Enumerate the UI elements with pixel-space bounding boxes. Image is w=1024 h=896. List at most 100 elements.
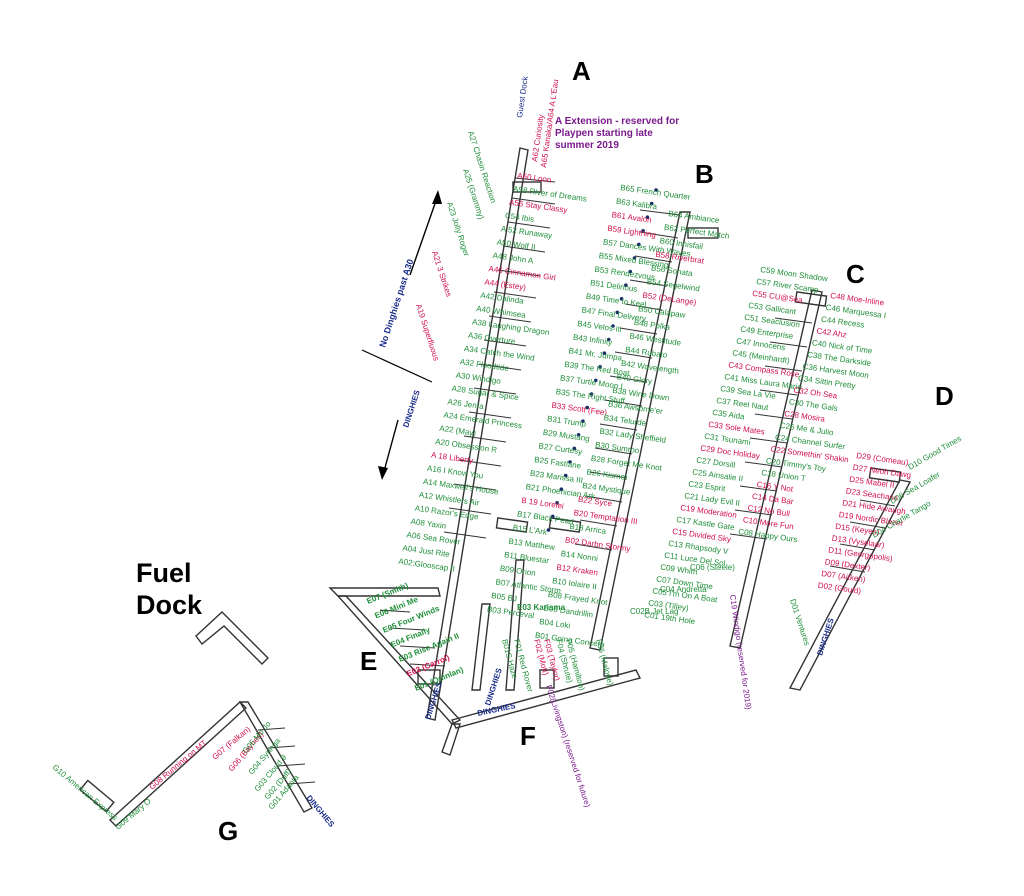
dock-d-fingers [829, 499, 896, 573]
b-slip-label: B18 Arrica [569, 522, 607, 536]
dock-letter-e: E [360, 646, 377, 676]
b-slip-label: B44 Rubato [625, 345, 669, 360]
arrow-down [382, 419, 399, 476]
slip-marker-dot [559, 487, 564, 492]
a-extension-note-3: summer 2019 [555, 140, 619, 151]
d-slip-label: C42 Ahz [816, 326, 847, 339]
dock-b-inner-2 [495, 517, 529, 533]
dock-f-walkway [450, 669, 642, 729]
b-slip-label: B27 Curtesy [538, 441, 583, 456]
slip-marker-dot [585, 405, 589, 410]
arrow-up [409, 194, 439, 276]
g-slip-label: G10 American Express [51, 763, 119, 822]
a-slip-label: A23 Jolly Roger [445, 201, 471, 258]
dock-b-inner-1 [548, 517, 582, 533]
slip-marker-dot [637, 242, 641, 247]
b-slip-label: B14 Nonni [560, 549, 598, 563]
d-slip-label: D01 Ventures [788, 598, 812, 647]
c-slip-label: C23 Esprit [688, 479, 727, 493]
slip-marker-dot [563, 473, 568, 478]
b-slip-label: B09 Orion [499, 564, 536, 578]
arrow-down-head [378, 466, 388, 480]
a-slip-label: A 52 Runaway [500, 224, 552, 240]
dock-a-endcap [512, 181, 542, 193]
g-slip-label: G08 Running on MT [148, 738, 209, 791]
b-slip-label: B30 Sumroo [595, 440, 641, 455]
slip-marker-dot [619, 297, 624, 301]
f-slip-label: F06 (Malone) [594, 638, 615, 687]
dock-letter-a: A [572, 56, 591, 86]
slip-marker-dot [649, 201, 654, 206]
b-slip-label: B52 (DeLange) [642, 291, 697, 308]
dock-letter-b: B [695, 159, 714, 189]
f-slip-label: F02(Livingston) (reserved for future) [544, 684, 592, 809]
slip-marker-dot [641, 229, 645, 233]
b-slip-label: B05 BJ [491, 591, 518, 604]
no-dinghies-label: No Dinghies past A30 [377, 258, 415, 349]
a-slip-label: A22 (May) [439, 424, 477, 438]
f-slip-label: E03 Karisma [517, 603, 566, 612]
dock-letter-g: G [218, 816, 238, 846]
a-slip-label: A60 Loon [517, 171, 552, 185]
dock-letter-c: C [846, 259, 865, 289]
a-slip-label: A21 3 Strikes [430, 250, 453, 298]
a-slip-label: A36 Overture [468, 331, 517, 347]
b-slip-label: B29 Mustang [542, 428, 590, 443]
d-slip-label: C16 Y Not [756, 480, 794, 494]
dock-letter-f: F [520, 721, 536, 751]
fuel-dock-line1: Fuel [136, 558, 192, 588]
guest-dock-label: Guest Dock [515, 75, 530, 119]
dinghies-label-f: DINGHIES [483, 666, 504, 706]
slip-marker-dot [551, 514, 555, 519]
slip-marker-dot [654, 188, 658, 192]
b-slip-label: B12 Kraken [556, 563, 599, 578]
dock-c-fingers [729, 317, 813, 540]
slip-marker-dot [602, 351, 607, 356]
dock-c-spine [729, 289, 823, 649]
dock-f-box-2 [603, 657, 619, 677]
c-slip-label: C02B Jet Lag [630, 607, 678, 616]
c-slip-label: C06 (Steele) [690, 563, 735, 572]
dinghies-label-d: DINGHIES [815, 616, 836, 656]
dock-f-finger [471, 603, 491, 691]
slip-marker-dot [615, 310, 620, 315]
b-slip-label: B04 Loki [539, 617, 571, 630]
b-slip-label: B61 Avalon [611, 210, 652, 225]
a-slip-label: A08 Yaxin [410, 517, 447, 531]
a-slip-label: A19 Superfluous [414, 303, 441, 362]
dock-f-box-1 [539, 669, 555, 689]
b-slip-label: B63 Kalibra [615, 197, 658, 212]
dinghies-label-g: DINGHIES [304, 794, 336, 830]
b-slip-label: B31 Trump [547, 414, 588, 428]
main-walkway [328, 587, 441, 597]
b-slip-label: B51 Delirious [590, 278, 638, 294]
slip-marker-dot [632, 256, 637, 260]
c-slip-label: C35 Aida [712, 408, 746, 422]
dock-c-endcap [794, 291, 828, 307]
b-slip-label: B34 Telurde [603, 413, 647, 428]
b-slip-label: B25 Fastlane [534, 455, 582, 471]
a-slip-label: A02:Glooscap II [398, 557, 456, 574]
dock-letter-d: D [935, 381, 954, 411]
dock-f-finger-2 [505, 559, 525, 691]
arrow-up-head [432, 190, 442, 204]
dock-g-spine [238, 701, 313, 813]
dinghies-label-a: DINGHIES [401, 388, 422, 428]
d-slip-label: D02 (Gould) [817, 581, 862, 596]
b-slip-label: B56 Sonata [651, 263, 694, 278]
slip-marker-dot [581, 419, 585, 424]
a-extension-note-1: A Extension - reserved for [555, 116, 679, 127]
a-extension-note-2: Playpen starting late [555, 128, 653, 139]
a-slip-label: A 18 Liberty [431, 450, 474, 465]
a-slip-label: A32 Floodtide [459, 357, 510, 373]
b-slip-label: B26 Kismet [586, 467, 629, 482]
a-slip-label: A04 Just Rite [402, 543, 451, 559]
slip-marker-dot [628, 269, 632, 274]
dock-e-fingers [379, 609, 446, 667]
slip-marker-dot [555, 501, 559, 505]
dock-g-fingers [257, 727, 316, 785]
a-slip-label: A50 Wolf II [496, 238, 536, 252]
slip-marker-dot [624, 283, 628, 288]
c-slip-label: C04 Andretta [660, 585, 707, 594]
